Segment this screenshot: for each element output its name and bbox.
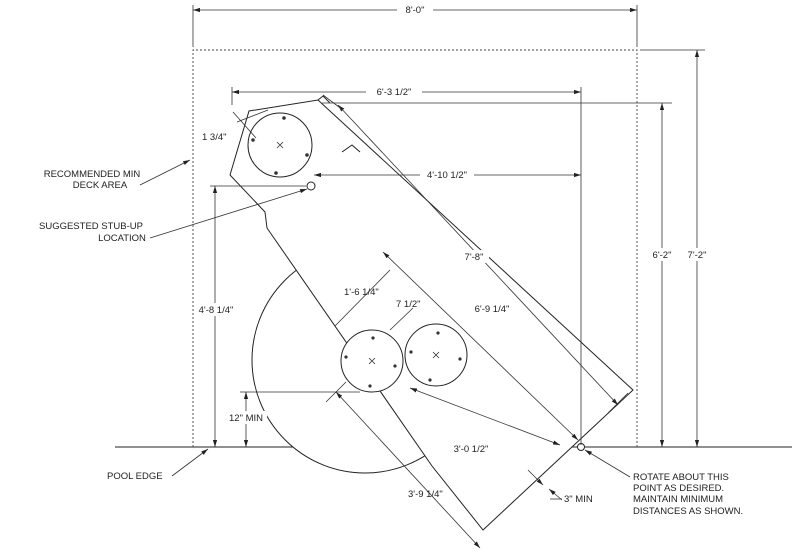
dim-edge-min-line <box>548 488 563 501</box>
dim-ext <box>322 94 344 111</box>
mid-circle-hole <box>458 357 462 361</box>
dim-circle-spacing-line <box>389 307 414 331</box>
top-circle-hole <box>251 138 255 142</box>
dim-circle-radius: 3'-9 1/4" <box>408 489 443 500</box>
label-rotate-1: ROTATE ABOUT THIS <box>633 472 729 483</box>
top-circle-hole <box>305 153 309 157</box>
dim-stub-height: 4'-8 1/4" <box>199 305 234 316</box>
dim-circle-radius-line <box>335 391 481 549</box>
top-circle-hole <box>282 116 286 120</box>
dim-circle-spacing: 7 1/2" <box>396 299 421 310</box>
top-circle-hole <box>274 171 278 175</box>
dim-hole-offset: 1 3/4" <box>202 132 227 143</box>
label-rotate-2: POINT AS DESIRED. <box>633 483 724 494</box>
dim-pivot-distance: 3'-0 1/2" <box>454 444 489 455</box>
dim-stub-offset-x: 4'-10 1/2" <box>427 170 467 181</box>
dim-hole-offset-line <box>236 109 269 123</box>
leader-pool-edge <box>171 448 209 477</box>
label-stub-up-1: SUGGESTED STUB-UP <box>39 221 143 232</box>
dim-edge-min: 3" MIN <box>564 494 593 505</box>
label-pool-edge: POOL EDGE <box>107 471 163 482</box>
dim-overall-depth: 7'-2" <box>688 250 707 261</box>
mid-circle-hole <box>344 355 348 359</box>
dim-circle-offset-line <box>334 269 391 327</box>
dim-spa-length: 7'-8" <box>465 252 484 263</box>
dim-spa-offset-x: 6'-3 1/2" <box>377 87 412 98</box>
dim-min-clearance: 12" MIN <box>229 413 263 424</box>
label-rotate-3: MAINTAIN MINIMUM <box>633 494 723 505</box>
dim-ext <box>607 392 629 414</box>
dim-diagonal-offset: 6'-9 1/4" <box>475 304 510 315</box>
label-rotate-4: DISTANCES AS SHOWN. <box>633 506 743 517</box>
leader-stub-up <box>149 188 308 239</box>
mid-circle-hole <box>371 336 375 340</box>
dim-hole-offset-line <box>232 111 257 139</box>
dim-spa-offset-y: 6'-2" <box>653 250 672 261</box>
dim-edge-min-line <box>527 469 544 486</box>
top-circle-center <box>276 141 284 149</box>
label-stub-up-2: LOCATION <box>98 233 146 244</box>
mid-circle-hole <box>436 331 440 335</box>
stub-up-marker <box>306 181 316 191</box>
leader-deck-area <box>139 159 191 186</box>
mid-circle-hole <box>368 384 372 388</box>
dim-ext <box>325 381 347 403</box>
dim-overall-width: 8'-0" <box>406 5 425 16</box>
mid-circle-hole <box>428 378 432 382</box>
mid-circle-hole <box>393 364 397 368</box>
label-deck-area-1: RECOMMENDED MIN <box>44 169 141 180</box>
dim-circle-offset: 1'-6 1/4" <box>344 287 379 298</box>
label-deck-area-2: DECK AREA <box>73 180 128 191</box>
mid-circle-hole <box>409 350 413 354</box>
leader-rotate <box>584 449 631 478</box>
